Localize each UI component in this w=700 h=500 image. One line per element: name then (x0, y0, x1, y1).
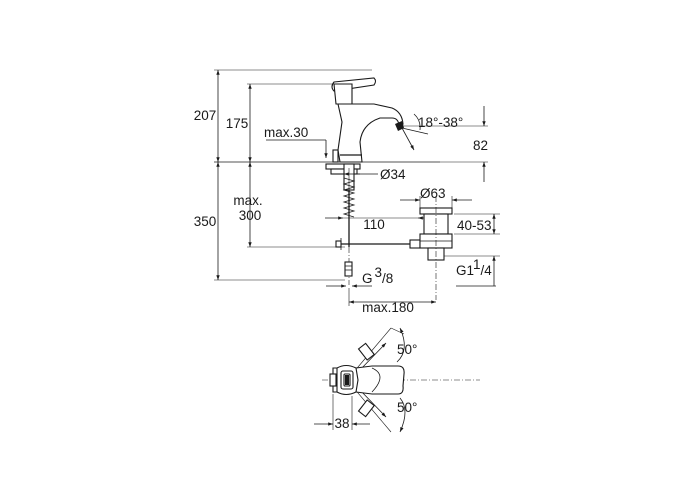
mounting-shank (325, 163, 361, 285)
dim-max30-label: max.30 (264, 125, 308, 140)
dim-63-label: Ø63 (420, 186, 446, 201)
angle-arc (413, 113, 421, 131)
dim-207-label: 207 (194, 108, 217, 123)
plan-arc-bottom (399, 397, 406, 433)
lever-cap (333, 83, 353, 105)
dim-g114-label: G11/4 (456, 257, 492, 278)
dim-82-label: 82 (473, 138, 488, 153)
plan-dim-38-label: 38 (334, 416, 349, 431)
dim-40-53-label: 40-53 (457, 218, 492, 233)
side-elevation-view: 207 175 max.30 350 max. 300 (194, 69, 500, 315)
waste-valve (419, 196, 453, 300)
plan-view: 50° 50° 38 (314, 327, 480, 433)
plan-angle-top-label: 50° (397, 342, 417, 357)
dim-110-label: 110 (363, 217, 385, 232)
plan-faucet-body (329, 364, 405, 396)
dim-300-label-line2: 300 (239, 208, 262, 223)
dim-angle-label: 18°-38° (418, 115, 463, 130)
dim-180-label: max.180 (362, 300, 414, 315)
dim-175-label: 175 (226, 116, 249, 131)
aerator (395, 121, 404, 131)
dim-34-label: Ø34 (380, 167, 406, 182)
faucet-spout (337, 103, 404, 163)
faucet-body (331, 77, 404, 163)
dim-300-label-line1: max. (233, 193, 262, 208)
plan-arc-top (396, 327, 405, 363)
faucet-base-knob (332, 149, 339, 163)
dim-350-label: 350 (194, 214, 217, 229)
plan-angle-bottom-label: 50° (397, 400, 417, 415)
